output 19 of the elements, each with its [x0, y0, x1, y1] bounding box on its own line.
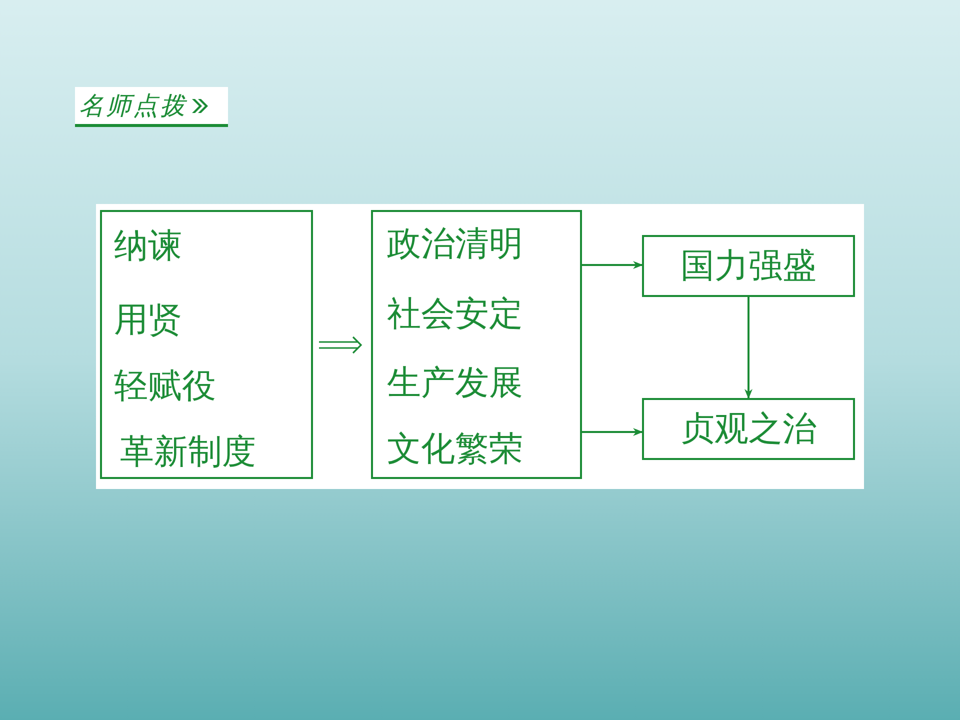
text-box: [642, 398, 855, 460]
item-text: 政治清明: [387, 223, 523, 266]
arrow: [744, 297, 752, 399]
box-text: 贞观之治: [680, 408, 816, 451]
item-text: 用贤: [114, 299, 182, 342]
item-text: 革新制度: [120, 431, 256, 474]
arrow: [582, 428, 643, 436]
box-text: 国力强盛: [680, 245, 816, 288]
item-text: 纳谏: [114, 225, 182, 268]
item-text: 生产发展: [387, 362, 523, 405]
title: 名师点拨: [79, 93, 187, 118]
text-box: [100, 210, 313, 479]
double-arrow: [318, 336, 362, 354]
item-text: 文化繁荣: [387, 428, 523, 471]
text-box: [642, 235, 855, 297]
text-box: [371, 210, 582, 479]
arrow: [582, 261, 643, 269]
item-text: 轻赋役: [114, 365, 216, 408]
item-text: 社会安定: [387, 293, 523, 336]
